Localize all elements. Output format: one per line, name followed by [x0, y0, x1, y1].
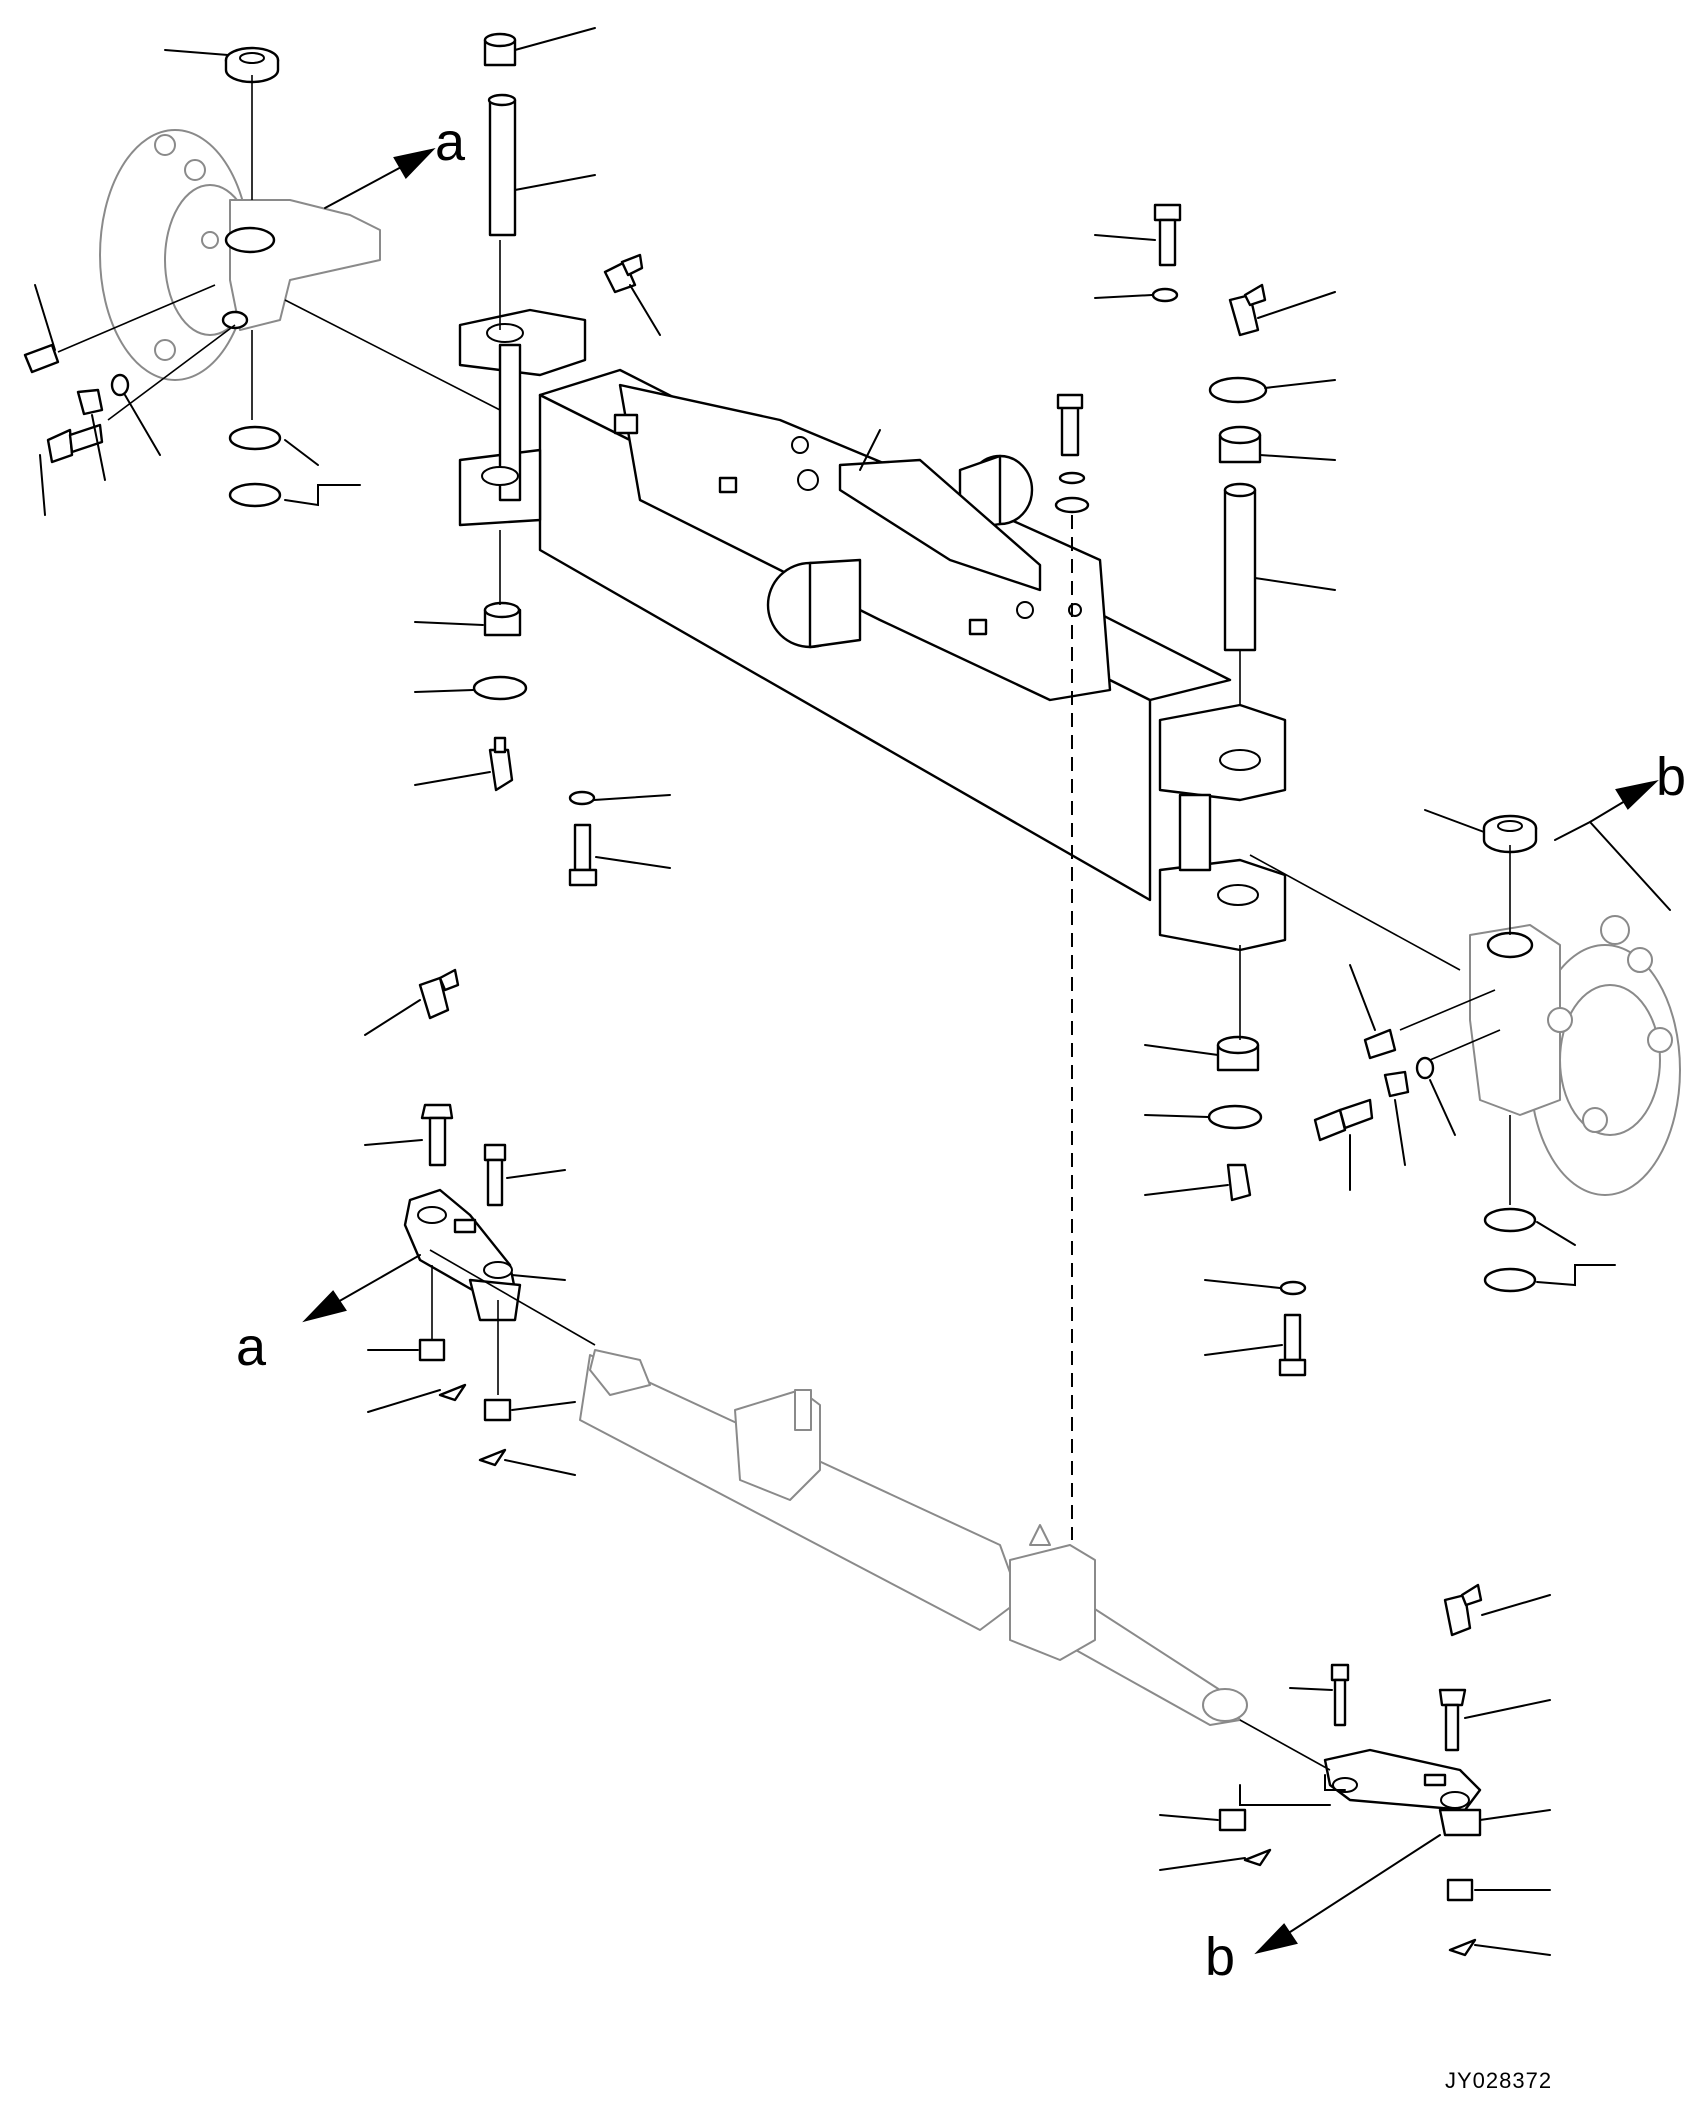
- right-steering-knuckle: [1469, 915, 1681, 1196]
- centerlines: [57, 75, 1511, 1771]
- leader-lines: [34, 27, 1616, 1956]
- ref-label-a-lower: a: [236, 1317, 267, 1377]
- reference-arrows: [302, 147, 1671, 1955]
- steering-cylinder: [579, 1349, 1248, 1726]
- right-steering-arm: [1323, 1748, 1482, 1837]
- arrow-a-lower-icon: [302, 1290, 347, 1323]
- arrow-a-upper-icon: [393, 147, 436, 179]
- arrow-b-upper-icon: [1615, 779, 1659, 810]
- left-steering-arm: [403, 1188, 522, 1322]
- ref-label-b-upper: b: [1656, 747, 1684, 807]
- small-parts: [23, 32, 1538, 1957]
- ref-label-b-lower: b: [1205, 1927, 1235, 1987]
- arrow-b-lower-icon: [1254, 1923, 1298, 1955]
- drawing-id: JY028372: [1445, 2068, 1552, 2093]
- ref-label-a-upper: a: [435, 112, 466, 172]
- axle-beam: [458, 308, 1287, 952]
- left-steering-knuckle: [99, 129, 381, 381]
